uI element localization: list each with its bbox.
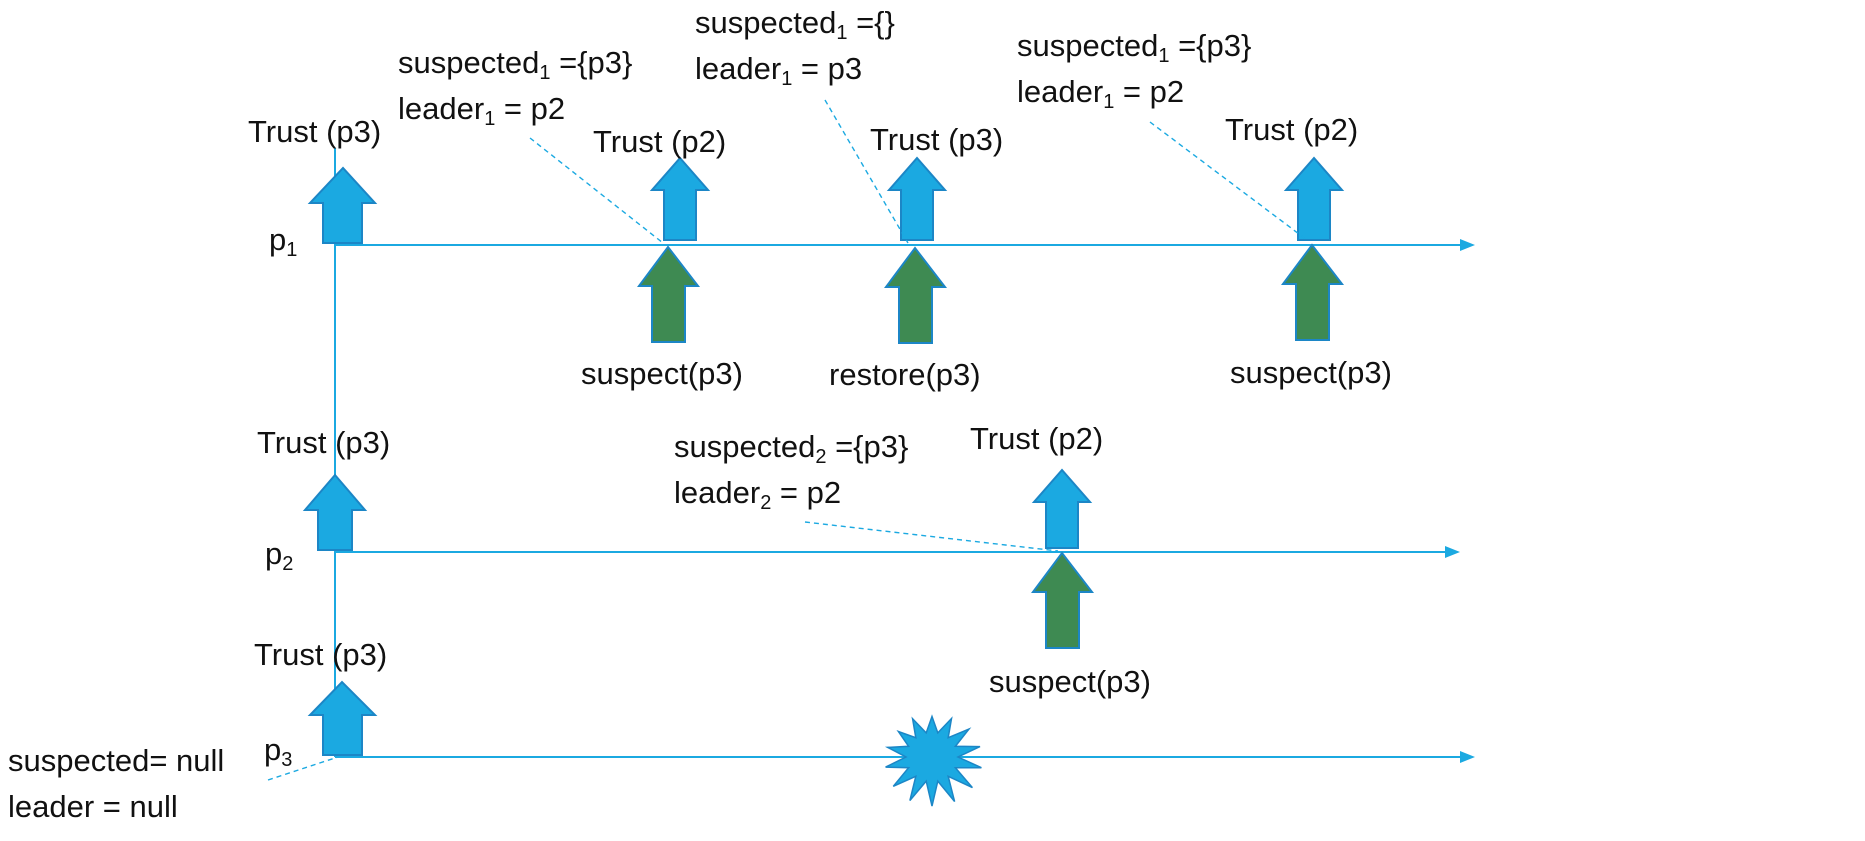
- event-label: suspect(p3): [989, 664, 1151, 699]
- trust-arrow-p1-2: [649, 156, 711, 241]
- process-label-p3: p3: [264, 732, 293, 771]
- event-label: suspect(p3): [581, 356, 743, 391]
- fd-arrow-suspect-p1-1: [637, 245, 701, 343]
- initial-state-note: suspected= null leader = null: [8, 743, 225, 824]
- process-label-p1: p1: [269, 222, 298, 261]
- trust-arrow-p1-4: [1283, 156, 1345, 241]
- trust-label: Trust (p3): [870, 122, 1004, 157]
- p3-timeline-arrowhead: [1460, 751, 1475, 763]
- trust-label: Trust (p2): [593, 124, 727, 159]
- trust-arrow-p2-2: [1031, 468, 1093, 549]
- trust-arrow-p1-start: [307, 166, 378, 244]
- connector-note-1: [529, 137, 664, 244]
- p2-timeline-arrowhead: [1445, 546, 1460, 558]
- event-label: restore(p3): [829, 357, 981, 392]
- trust-label: Trust (p3): [248, 114, 382, 149]
- trust-arrow-p2-start: [302, 473, 368, 551]
- trust-label: Trust (p3): [254, 637, 388, 672]
- trust-arrow-p3-start: [307, 680, 378, 756]
- p1-timeline-arrowhead: [1460, 239, 1475, 251]
- event-label: suspect(p3): [1230, 355, 1392, 390]
- fd-arrow-suspect-p1-2: [1281, 243, 1345, 341]
- state-note: suspected1 ={p3} leader1 = p2: [1017, 28, 1252, 113]
- connector-note-2: [824, 99, 909, 244]
- trust-label: Trust (p2): [970, 421, 1104, 456]
- trust-label: Trust (p2): [1225, 112, 1359, 147]
- fd-arrow-restore-p1: [884, 246, 948, 344]
- trust-label: Trust (p3): [257, 425, 391, 460]
- explosion-icon: [884, 714, 982, 807]
- fd-arrow-suspect-p2: [1031, 551, 1095, 649]
- connector-note-4: [804, 521, 1059, 552]
- state-note: suspected1 ={p3} leader1 = p2: [398, 45, 633, 130]
- connector-note-5: [267, 756, 339, 781]
- state-note: suspected1 ={} leader1 = p3: [695, 5, 895, 90]
- process-label-p2: p2: [265, 536, 294, 575]
- connector-note-3: [1149, 121, 1308, 241]
- trust-arrow-p1-3: [886, 156, 948, 241]
- state-note: suspected2 ={p3} leader2 = p2: [674, 429, 909, 514]
